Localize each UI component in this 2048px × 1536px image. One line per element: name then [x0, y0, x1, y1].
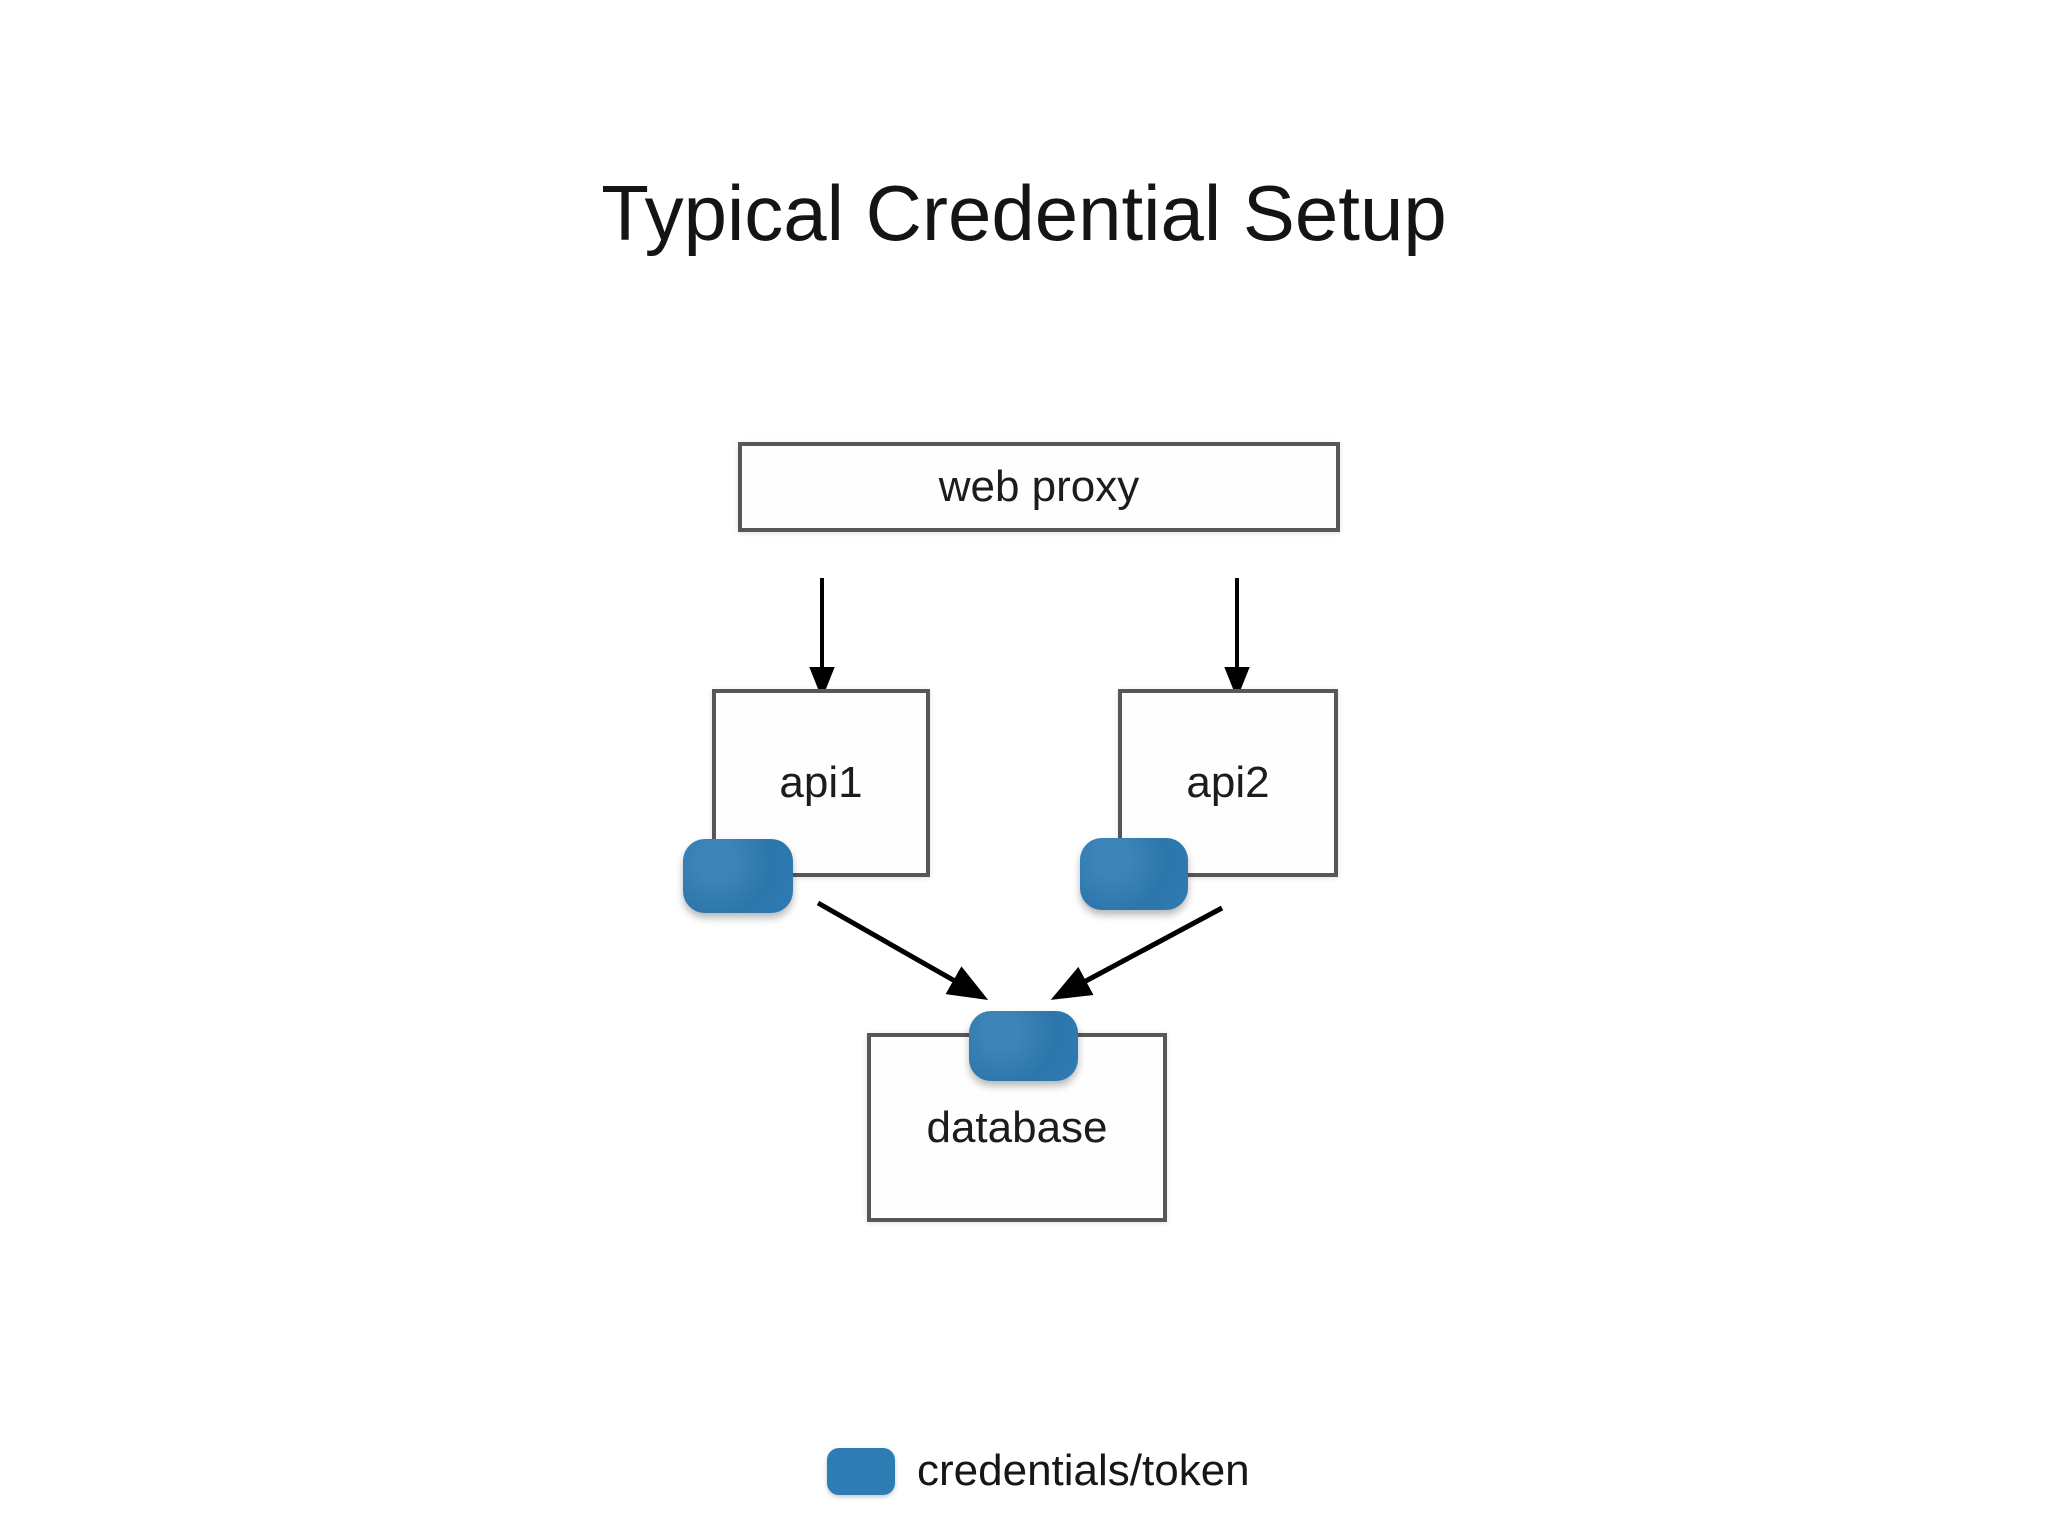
arrow-api1-to-database	[816, 900, 989, 1000]
credential-token-swatch-icon	[827, 1447, 895, 1495]
node-api2-label: api2	[1186, 758, 1270, 807]
node-database-label: database	[926, 1102, 1108, 1152]
node-api1-label: api1	[779, 758, 863, 807]
node-api1: api1	[712, 689, 930, 877]
legend: credentials/token	[827, 1446, 1250, 1496]
arrow-api2-to-database	[1050, 905, 1224, 1000]
node-web-proxy-label: web proxy	[938, 462, 1140, 511]
legend-label: credentials/token	[917, 1446, 1250, 1495]
node-web-proxy: web proxy	[738, 442, 1340, 532]
credential-token-api2-icon	[1080, 838, 1188, 910]
page-title: Typical Credential Setup	[601, 169, 1447, 257]
credential-token-api1-icon	[683, 839, 793, 913]
credential-token-database-icon	[969, 1011, 1078, 1081]
